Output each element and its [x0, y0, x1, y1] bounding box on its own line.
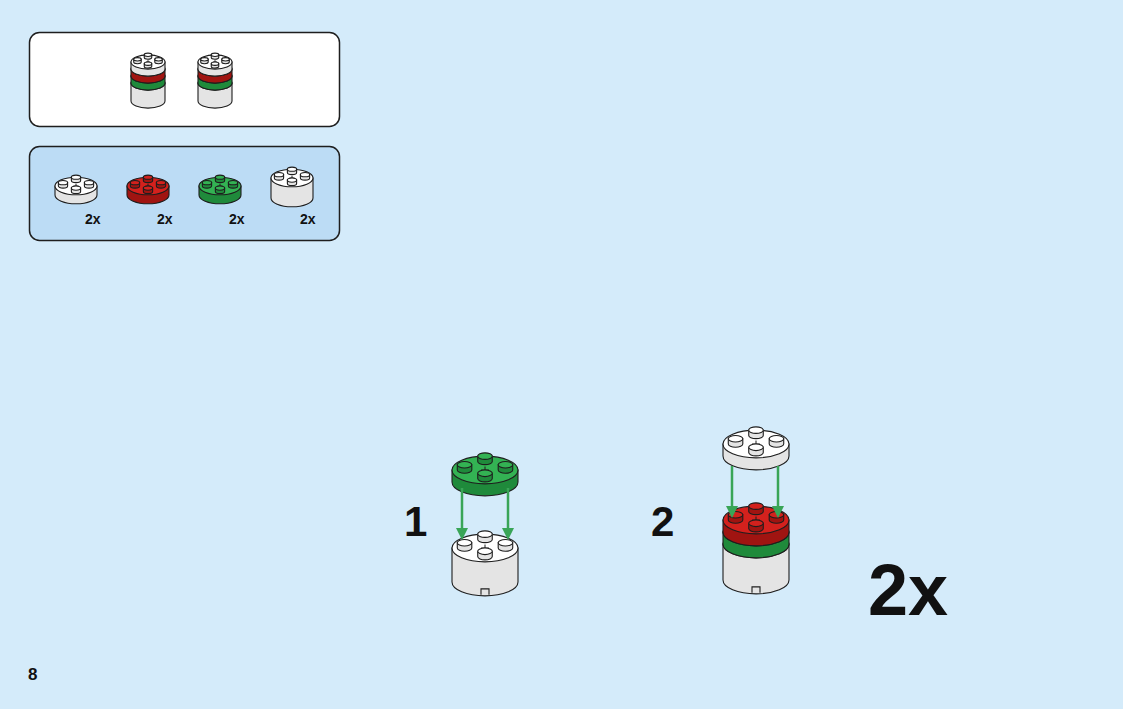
- stud: [215, 186, 224, 194]
- round-plate: [199, 177, 241, 204]
- stud: [144, 53, 151, 59]
- stud: [478, 548, 493, 560]
- stud: [498, 539, 513, 551]
- stud: [300, 173, 309, 181]
- assembly-arrow: [772, 466, 784, 518]
- quantity: 2x: [157, 212, 173, 226]
- quantity: 2x: [300, 212, 316, 226]
- stud: [143, 175, 152, 183]
- round-brick: [452, 534, 518, 596]
- stud: [498, 461, 513, 473]
- round-plate: [723, 506, 789, 546]
- round-plate: [198, 55, 232, 76]
- stud: [143, 186, 152, 194]
- assembly-arrow: [726, 466, 738, 518]
- step-number: 1: [404, 501, 427, 543]
- assembly-arrow: [456, 488, 468, 540]
- stud: [749, 444, 764, 456]
- stud: [84, 181, 93, 189]
- submodel-box: [30, 33, 340, 127]
- brick-notch: [752, 587, 760, 593]
- stud: [478, 470, 493, 482]
- stud: [457, 461, 472, 473]
- stud: [287, 178, 296, 186]
- stud: [58, 181, 67, 189]
- assembly-arrow: [502, 488, 514, 540]
- stud: [457, 539, 472, 551]
- stud: [222, 58, 229, 64]
- round-plate: [55, 177, 97, 204]
- quantity: 2x: [85, 212, 101, 226]
- stud: [155, 58, 162, 64]
- stud: [749, 520, 764, 532]
- stud: [478, 453, 493, 465]
- repeat-count: 2x: [868, 554, 948, 626]
- stud: [728, 435, 743, 447]
- stud: [130, 181, 139, 189]
- round-plate: [127, 177, 169, 204]
- step-number: 2: [651, 501, 674, 543]
- stud: [749, 503, 764, 515]
- stud: [134, 58, 141, 64]
- parts-list: 2x 2x 2x 2x: [29, 146, 340, 241]
- stud: [228, 181, 237, 189]
- round-plate: [723, 430, 789, 470]
- brick-notch: [481, 589, 489, 595]
- stud: [202, 181, 211, 189]
- quantity: 2x: [229, 212, 245, 226]
- round-brick: [271, 169, 313, 207]
- stud: [71, 186, 80, 194]
- stud: [211, 62, 218, 68]
- parts-list-box: [30, 147, 340, 241]
- page-number: 8: [28, 666, 37, 683]
- stud: [71, 175, 80, 183]
- stud: [156, 181, 165, 189]
- stud: [211, 53, 218, 59]
- stud: [478, 531, 493, 543]
- stud: [201, 58, 208, 64]
- stud: [287, 167, 296, 175]
- stud: [769, 435, 784, 447]
- stud: [215, 175, 224, 183]
- stud: [274, 173, 283, 181]
- stud: [144, 62, 151, 68]
- round-plate: [131, 55, 165, 76]
- stud: [749, 427, 764, 439]
